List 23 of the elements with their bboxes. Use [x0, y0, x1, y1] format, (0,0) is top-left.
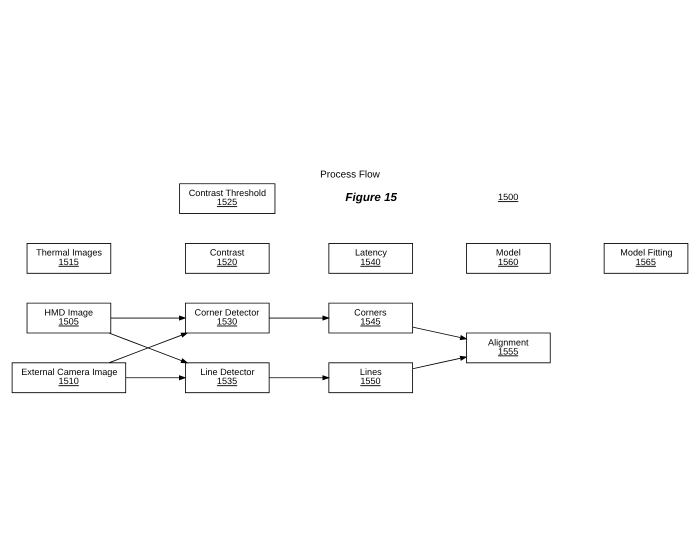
node-box: Corner Detector 1530: [185, 302, 270, 333]
node-box: Line Detector 1535: [185, 362, 270, 393]
node-box: Thermal Images 1515: [26, 242, 112, 274]
node-box: Latency 1540: [328, 242, 414, 274]
arrow: [108, 332, 188, 363]
node-box: Lines 1550: [328, 362, 414, 393]
node-box: Corners 1545: [328, 302, 414, 333]
caption: Figure 15: [345, 190, 397, 204]
node-box: Contrast 1520: [185, 242, 270, 274]
arrow: [110, 314, 187, 320]
diagram-title: Process Flow: [320, 169, 380, 180]
node-box: Model Fitting 1565: [604, 242, 688, 274]
arrow: [269, 374, 330, 380]
arrow: [269, 314, 330, 320]
arrow: [412, 326, 468, 340]
node-box: Alignment 1555: [466, 332, 551, 363]
node-box: Model 1560: [466, 242, 551, 274]
node-box: HMD Image 1505: [26, 302, 112, 333]
label: 1500: [498, 192, 518, 202]
arrow: [412, 355, 468, 369]
node-box: Contrast Threshold 1525: [179, 182, 276, 214]
arrow: [125, 374, 186, 380]
node-box: External Camera Image 1510: [12, 362, 126, 393]
